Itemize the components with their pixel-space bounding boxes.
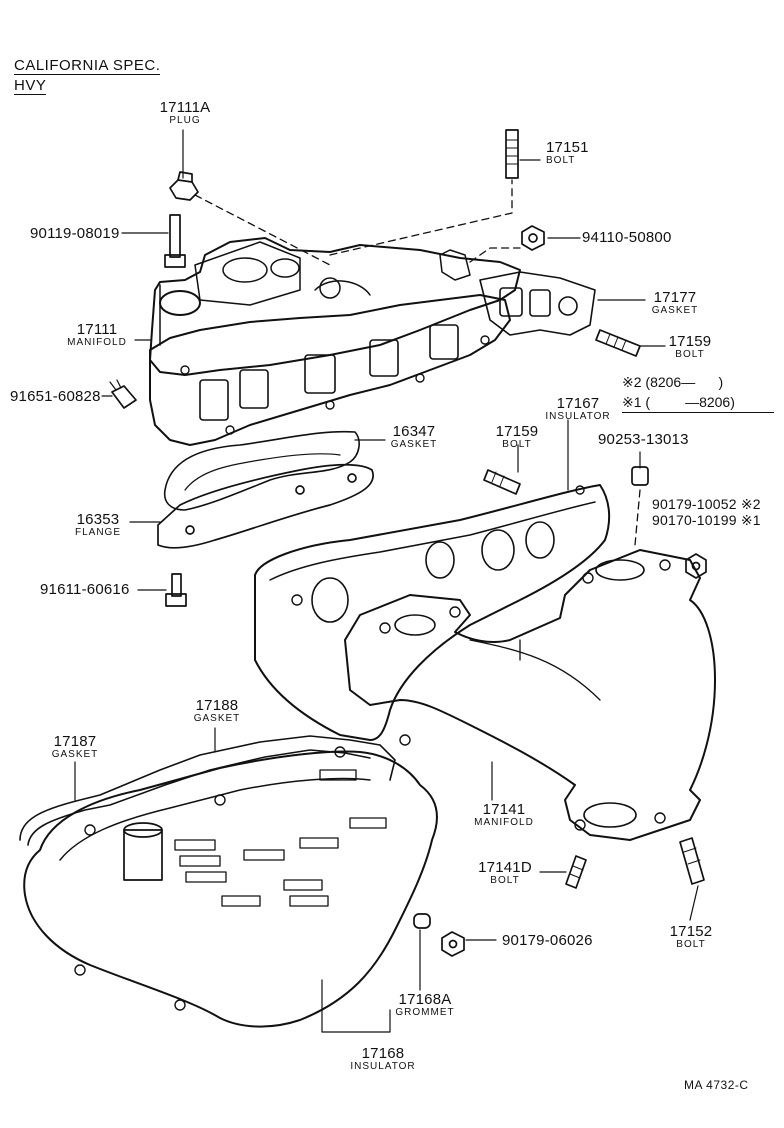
spec-title: CALIFORNIA SPEC. — [14, 57, 161, 75]
exhaust-manifold-17141 — [344, 549, 716, 841]
bolt-91611-60616 — [165, 573, 187, 607]
part-number: 90119-08019 — [30, 225, 120, 242]
part-name: GASKET — [390, 439, 438, 450]
date-code-1: ※1 ( —8206) — [622, 394, 735, 410]
part-number: 17177 — [653, 289, 697, 306]
label-17187: 17187 GASKET — [44, 734, 106, 760]
part-number: 17187 — [53, 733, 97, 750]
part-name: INSULATOR — [545, 411, 611, 422]
part-number: 17141D — [478, 859, 532, 876]
part-name: BOLT — [676, 939, 706, 950]
date-code-key: ※2 (8206— ) ※1 ( —8206) — [622, 372, 735, 412]
part-number: 17152 — [669, 923, 713, 940]
spec-variant: HVY — [14, 77, 47, 95]
part-number: 90179-10052 ※2 — [652, 496, 761, 512]
label-17188: 17188 GASKET — [186, 698, 248, 724]
part-name: BOLT — [502, 439, 532, 450]
part-name: GASKET — [51, 749, 99, 760]
label-90119-08019: 90119-08019 — [30, 226, 120, 241]
flange-16353 — [157, 463, 374, 549]
label-17111A: 17111A PLUG — [150, 100, 220, 126]
label-17141: 17141 MANIFOLD — [464, 802, 544, 828]
label-17152: 17152 BOLT — [664, 924, 718, 950]
date-code-rule — [622, 412, 774, 413]
bolt-90119-08019 — [164, 214, 186, 268]
label-91611-60616: 91611-60616 — [40, 582, 130, 597]
label-17168: 17168 INSULATOR — [338, 1046, 428, 1072]
part-name: BOLT — [546, 155, 576, 166]
part-number: 17141 — [482, 801, 526, 818]
part-name: PLUG — [169, 115, 201, 126]
part-number: 17167 — [556, 395, 600, 412]
label-90170-10199: 90170-10199 ※1 — [652, 513, 761, 527]
gasket-16347 — [163, 430, 360, 511]
part-number: 17159 — [668, 333, 712, 350]
part-name: GASKET — [193, 713, 241, 724]
stud-17159-upper — [595, 329, 641, 357]
label-17167: 17167 INSULATOR — [538, 396, 618, 422]
nut-90179-10052 — [685, 553, 707, 579]
dashed-assembly-lines — [194, 179, 641, 546]
part-name: GASKET — [651, 305, 699, 316]
label-91651-60828: 91651-60828 — [10, 389, 101, 404]
part-number: 91651-60828 — [10, 388, 101, 405]
part-name: INSULATOR — [350, 1061, 416, 1072]
part-number: 90179-06026 — [502, 932, 593, 949]
part-name: BOLT — [675, 349, 705, 360]
part-number: 17151 — [546, 139, 589, 156]
part-number: 17159 — [495, 423, 539, 440]
plug-17111A — [169, 171, 199, 201]
leader-lines — [74, 129, 699, 1033]
part-number: 90253-13013 — [598, 431, 689, 448]
label-17151: 17151 BOLT — [546, 140, 589, 166]
label-17159-lower: 17159 BOLT — [492, 424, 542, 450]
label-17141D: 17141D BOLT — [470, 860, 540, 886]
label-17177: 17177 GASKET — [645, 290, 705, 316]
grommet-17168A — [413, 913, 431, 929]
gasket-17177 — [479, 271, 596, 336]
stud-17152 — [679, 837, 705, 885]
label-17168A: 17168A GROMMET — [386, 992, 464, 1018]
part-name: MANIFOLD — [67, 337, 127, 348]
bolt-17151 — [505, 129, 519, 179]
date-code-2: ※2 (8206— ) — [622, 374, 724, 390]
intake-manifold-17111 — [149, 237, 521, 446]
heat-insulator-17167 — [254, 484, 611, 746]
part-number: 94110-50800 — [582, 229, 672, 246]
part-name: BOLT — [490, 875, 520, 886]
label-17159-upper: 17159 BOLT — [665, 334, 715, 360]
insulator-17168 — [23, 746, 438, 1028]
nut-94110-50800 — [521, 225, 545, 251]
bolt-17141D — [565, 855, 587, 889]
part-number: 90170-10199 ※1 — [652, 512, 761, 528]
label-16347: 16347 GASKET — [384, 424, 444, 450]
sleeve-90253-13013 — [631, 466, 649, 486]
part-number: 17188 — [195, 697, 239, 714]
nut-90179-06026 — [441, 931, 465, 957]
label-16353: 16353 FLANGE — [62, 512, 134, 538]
part-number: 16353 — [76, 511, 120, 528]
part-number: 17168 — [361, 1045, 405, 1062]
stud-17159-lower — [483, 469, 521, 495]
label-17111: 17111 MANIFOLD — [58, 322, 136, 348]
label-90179-06026: 90179-06026 — [502, 933, 593, 948]
diagram-reference-code: MA 4732-C — [684, 1078, 749, 1092]
part-name: FLANGE — [74, 527, 121, 538]
part-number: 17111 — [76, 321, 118, 338]
part-name: MANIFOLD — [474, 817, 534, 828]
part-number: 91611-60616 — [40, 581, 130, 598]
label-90253-13013: 90253-13013 — [598, 432, 689, 447]
part-name: GROMMET — [395, 1007, 455, 1018]
part-number: 17168A — [398, 991, 452, 1008]
label-90179-10052: 90179-10052 ※2 — [652, 497, 761, 511]
label-94110-50800: 94110-50800 — [582, 230, 672, 245]
bolt-91651-60828 — [109, 379, 137, 409]
part-number: 16347 — [392, 423, 436, 440]
part-number: 17111A — [159, 99, 211, 116]
